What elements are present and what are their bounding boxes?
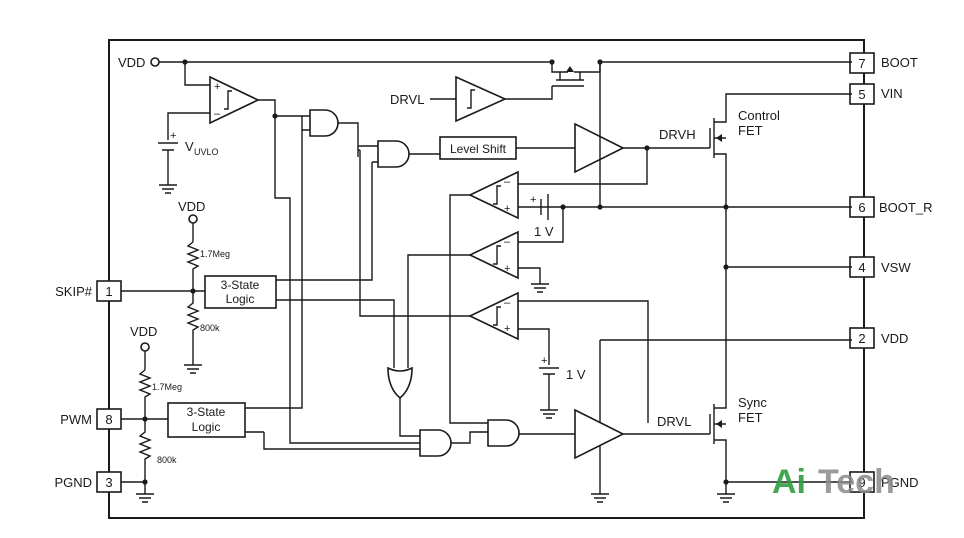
drvl-input-label: DRVL: [390, 92, 424, 107]
pin-7-name: BOOT: [881, 55, 918, 70]
svg-text:+: +: [504, 323, 510, 335]
pin-1-number: 1: [105, 284, 112, 299]
watermark-part2: Tech: [818, 463, 895, 501]
control-fet-label-1: Control: [738, 108, 780, 123]
r-top-1-label: 1.7Meg: [200, 249, 230, 259]
pin-9-name: PGND: [881, 475, 919, 490]
r-bot-1-label: 800k: [200, 323, 220, 333]
drvl-bootstrap-buffer: DRVL: [390, 75, 553, 123]
and-gate-level: [377, 140, 410, 168]
svg-text:–: –: [504, 236, 511, 248]
aitech-watermark: Ai Tech: [772, 463, 895, 501]
pin-7: 7 BOOT: [849, 52, 918, 74]
pin-8-number: 8: [105, 412, 112, 427]
svg-text:–: –: [214, 108, 221, 120]
skip-input-network: VDD 1.7Meg 800k: [121, 199, 230, 374]
drvl-driver: [574, 408, 625, 460]
and-gate-top: [309, 109, 339, 137]
pin-6: 6 BOOT_R: [849, 196, 932, 218]
package-outline: [108, 39, 865, 519]
pin-4-number: 4: [858, 260, 865, 275]
svg-text:+: +: [504, 263, 510, 275]
v-ref-1-label: 1 V: [534, 224, 554, 239]
pin-6-number: 6: [858, 200, 865, 215]
vdd-low-label: VDD: [130, 324, 157, 339]
uvlo-comparator: + –: [209, 75, 260, 125]
level-shift-block: Level Shift: [439, 136, 517, 160]
svg-text:+: +: [504, 203, 510, 215]
sync-fet-label-2: FET: [738, 410, 763, 425]
vdd-top-label: VDD: [118, 55, 145, 70]
comparator-boot: – +: [468, 170, 519, 220]
drvl-output-label: DRVL: [657, 414, 691, 429]
pin-5: 5 VIN: [849, 83, 903, 105]
drvh-driver: [574, 122, 625, 174]
pin-2-name: VDD: [881, 331, 908, 346]
svg-text:–: –: [504, 297, 511, 309]
vuvlo-label: V: [185, 139, 194, 154]
three-state-2-line1: 3-State: [187, 405, 226, 419]
comparator-vsw: – +: [468, 230, 519, 280]
lower-reference-source: + 1 V: [539, 355, 586, 419]
pwm-input-network: VDD 1.7Meg 800k: [121, 324, 182, 503]
sync-fet: Sync FET: [709, 395, 767, 482]
svg-text:+: +: [541, 355, 547, 367]
or-gate: [387, 366, 413, 400]
vdd-input-node: VDD: [118, 55, 555, 86]
control-fet: Control FET: [709, 93, 852, 207]
sync-fet-label-1: Sync: [738, 395, 767, 410]
pin-6-name: BOOT_R: [879, 200, 932, 215]
vuvlo-sub-label: UVLO: [194, 147, 219, 157]
three-state-logic-skip: 3-State Logic: [204, 275, 277, 309]
level-shift-label: Level Shift: [450, 142, 507, 156]
svg-text:+: +: [530, 194, 536, 206]
three-state-1-line2: Logic: [226, 292, 255, 306]
and-gate-low-1: [419, 429, 452, 457]
pin-5-number: 5: [858, 87, 865, 102]
v-ref-2-label: 1 V: [566, 367, 586, 382]
vdd-mid-label: VDD: [178, 199, 205, 214]
control-fet-label-2: FET: [738, 123, 763, 138]
comparator-low: – +: [468, 291, 519, 341]
boot-reference-source: + 1 V: [518, 194, 564, 243]
uvlo-reference-source: + V UVLO: [158, 130, 219, 194]
bootstrap-switch: [551, 59, 852, 87]
three-state-2-line2: Logic: [192, 420, 221, 434]
pin-3-number: 3: [105, 475, 112, 490]
svg-text:+: +: [214, 81, 220, 93]
r-bot-2-label: 800k: [157, 455, 177, 465]
three-state-1-line1: 3-State: [221, 278, 260, 292]
pin-3-name: PGND: [54, 475, 92, 490]
pin-4-name: VSW: [881, 260, 911, 275]
svg-text:–: –: [504, 176, 511, 188]
pin-1: 1 SKIP#: [55, 280, 122, 302]
pin-5-name: VIN: [881, 86, 903, 101]
pin-1-name: SKIP#: [55, 284, 93, 299]
svg-text:+: +: [170, 130, 176, 142]
pin-7-number: 7: [858, 56, 865, 71]
three-state-logic-pwm: 3-State Logic: [167, 402, 246, 438]
pin-2-number: 2: [858, 331, 865, 346]
pin-4: 4 VSW: [849, 256, 911, 278]
pin-2: 2 VDD: [849, 327, 908, 349]
pin-8-name: PWM: [60, 412, 92, 427]
and-gate-low-2: [487, 419, 520, 447]
r-top-2-label: 1.7Meg: [152, 382, 182, 392]
watermark-part1: Ai: [772, 463, 806, 501]
drvh-label: DRVH: [659, 127, 696, 142]
pin-8: 8 PWM: [60, 408, 122, 430]
pin-3: 3 PGND: [54, 471, 122, 493]
pin-9-number: 9: [858, 475, 865, 490]
